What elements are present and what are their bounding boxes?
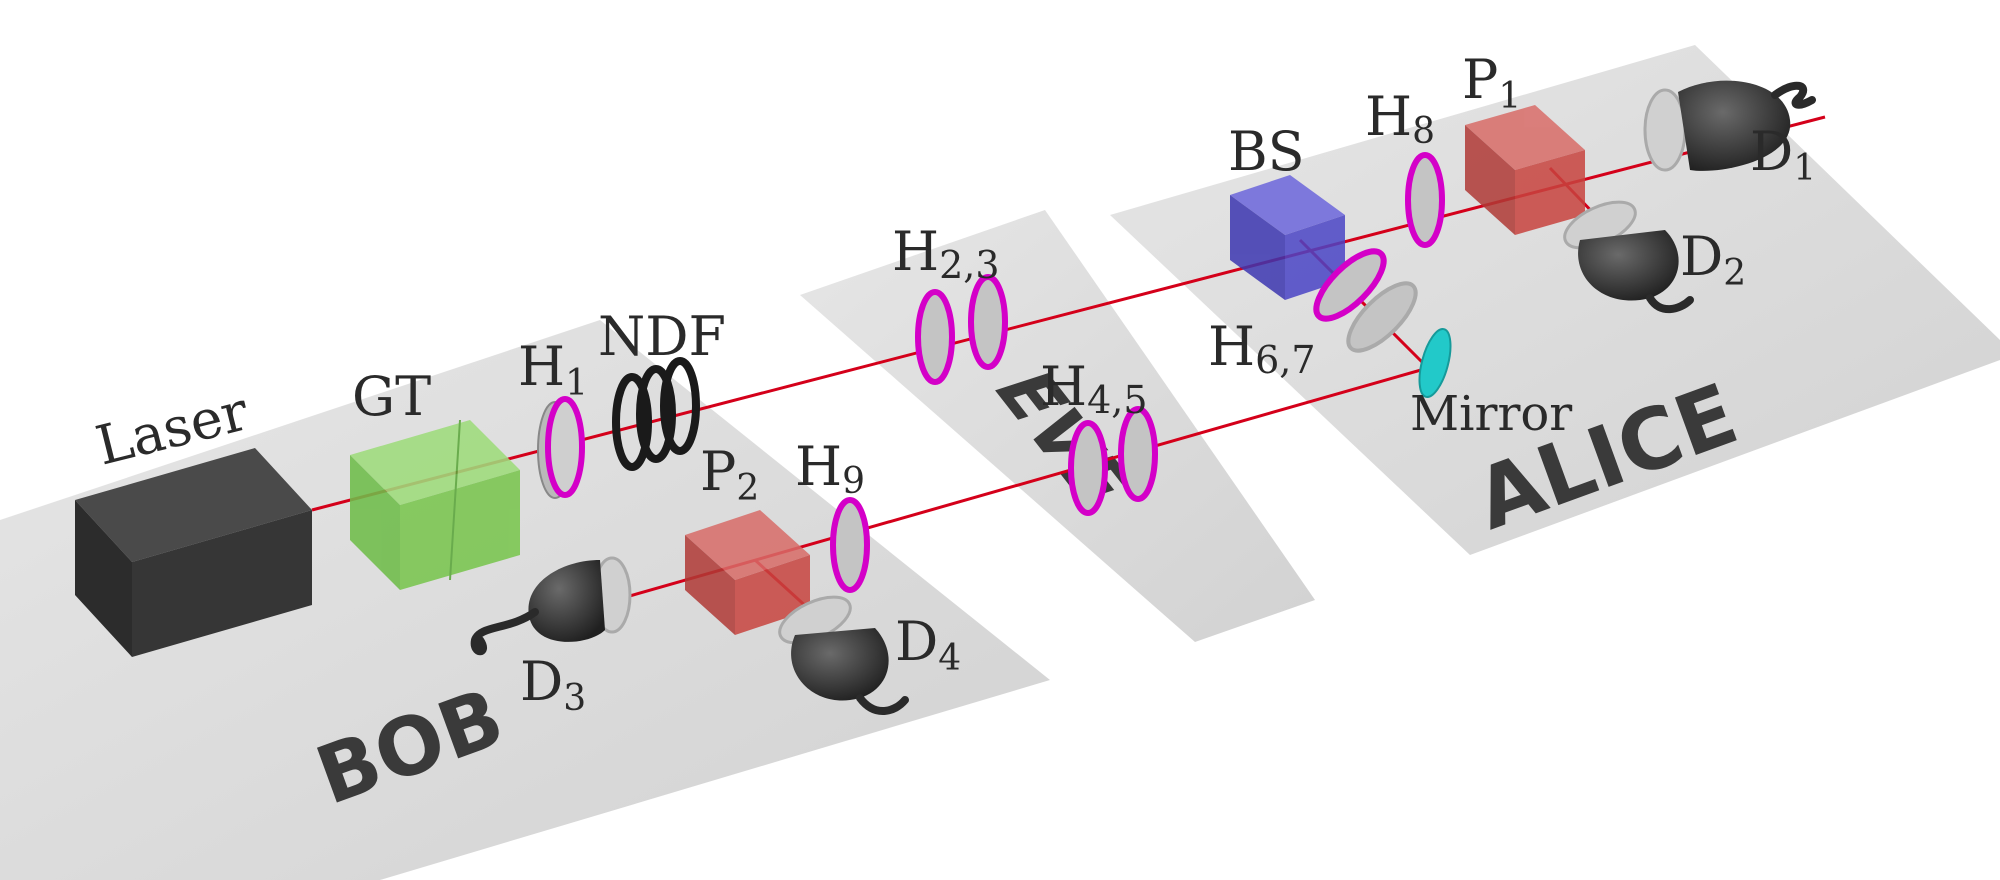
h67-label: H6,7 (1208, 315, 1316, 382)
waveplate-h1 (537, 396, 585, 499)
waveplate-h9 (830, 497, 870, 593)
waveplate-h23 (915, 274, 1008, 385)
alice-table (1110, 45, 2000, 555)
detector-d2 (1563, 200, 1694, 314)
p2-label: P2 (700, 440, 759, 509)
p1-label: P1 (1462, 48, 1521, 117)
bs-label: BS (1228, 120, 1305, 183)
detector-d1 (1643, 80, 1816, 172)
h8-label: H8 (1365, 85, 1435, 152)
d1-label: D1 (1750, 120, 1816, 189)
mirror-label: Mirror (1410, 386, 1572, 442)
detector-d4 (778, 595, 909, 715)
beam-splitter (1230, 175, 1345, 300)
h1-label: H1 (518, 335, 588, 404)
ndf-filter (612, 357, 700, 471)
laser-box (75, 448, 312, 657)
pbs-p1 (1465, 105, 1585, 235)
d3-label: D3 (520, 650, 586, 719)
waveplate-h45 (1068, 406, 1158, 516)
h23-label: H2,3 (892, 220, 1000, 287)
d2-label: D2 (1680, 225, 1746, 294)
mirror (1418, 328, 1452, 398)
detector-d3 (470, 556, 632, 656)
waveplate-h8 (1405, 152, 1445, 248)
gt-prism (350, 419, 520, 590)
d4-label: D4 (895, 610, 961, 679)
h45-label: H4,5 (1040, 355, 1148, 422)
ndf-label: NDF (598, 305, 726, 368)
h9-label: H9 (795, 435, 865, 502)
waveplate-h67 (1313, 248, 1418, 353)
gt-label: GT (352, 365, 431, 428)
